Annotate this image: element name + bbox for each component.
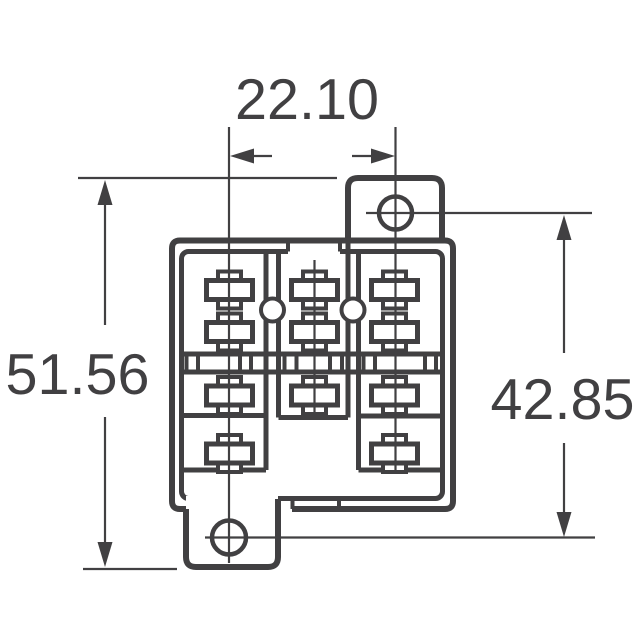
channel-bulge [259, 296, 286, 324]
arrowhead-down [97, 542, 113, 567]
arrowhead-right [371, 148, 395, 164]
divider-channel-bulges [259, 296, 367, 324]
top-notch-opening [288, 246, 340, 257]
arrowhead-up [97, 180, 113, 205]
dimension-height-holes: 42.85 [205, 211, 635, 539]
bottom-mounting-tab [183, 496, 281, 570]
socket-outer-outline [169, 237, 456, 512]
dimension-label-height-holes: 42.85 [491, 368, 635, 432]
arrowhead-down [556, 512, 572, 537]
socket-body [169, 127, 456, 570]
dimension-label-height-overall: 51.56 [6, 343, 150, 407]
dimension-height-overall: 51.56 [6, 176, 337, 571]
arrowhead-left [230, 148, 254, 164]
channel-bulge [339, 296, 367, 324]
dimension-width: 22.10 [230, 68, 395, 164]
dimension-label-width: 22.10 [235, 68, 379, 132]
center-guide-lines [227, 127, 397, 563]
arrowhead-up [556, 215, 572, 240]
